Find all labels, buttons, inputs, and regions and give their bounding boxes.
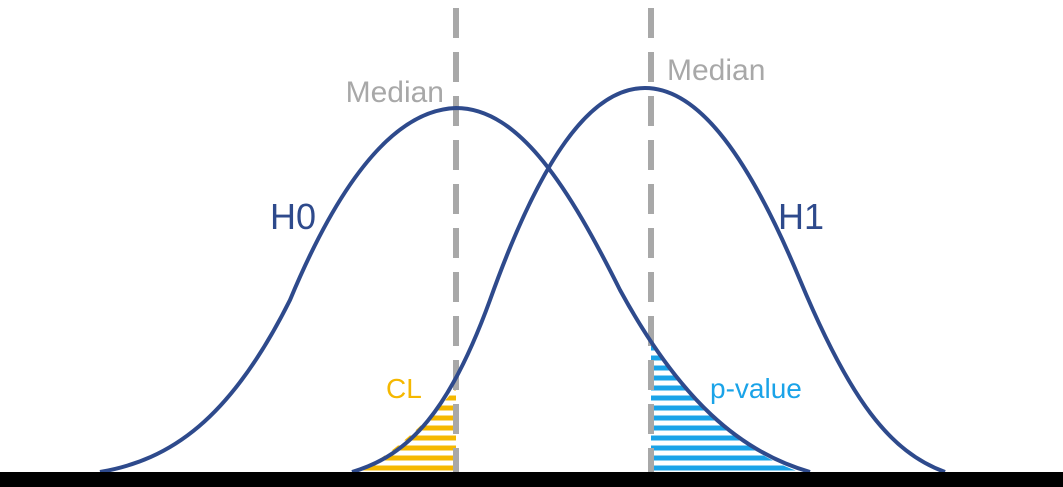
h0-curve <box>99 105 811 474</box>
p-value-label: p-value <box>710 373 802 404</box>
baseline <box>0 472 1063 487</box>
h1-label: H1 <box>778 196 824 237</box>
median-h1-label: Median <box>667 54 765 87</box>
h0-label: H0 <box>270 196 316 237</box>
p-value-hatched-region <box>651 345 800 471</box>
median-h0-label: Median <box>346 76 444 109</box>
h1-curve <box>351 85 946 474</box>
cl-label: CL <box>386 373 422 404</box>
